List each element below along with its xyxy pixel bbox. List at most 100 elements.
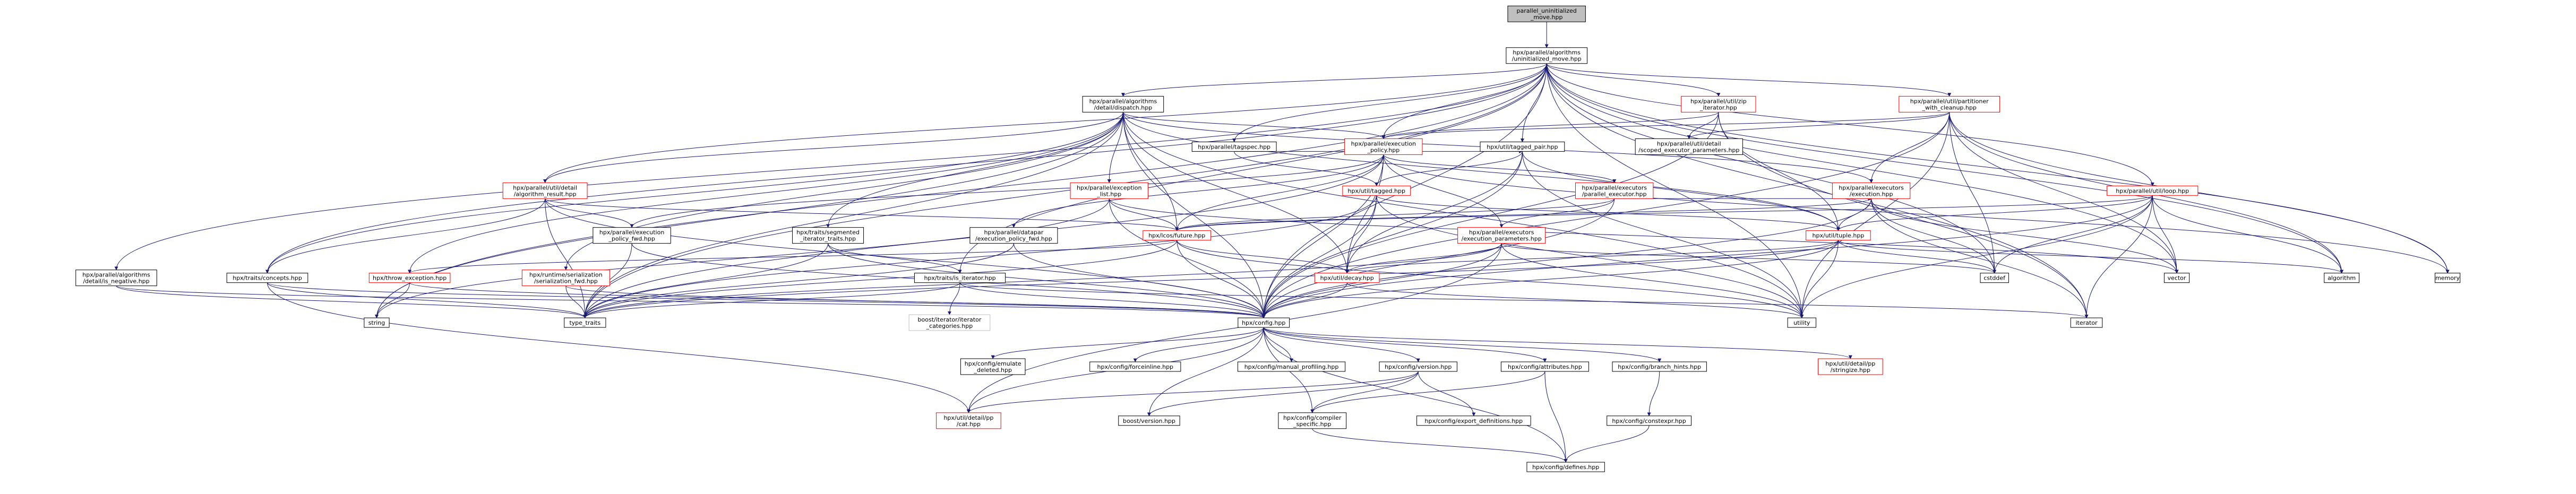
edge-negative-to-type_traits bbox=[116, 285, 587, 318]
node-tagged-pair[interactable]: hpx/util/tagged_pair.hpp bbox=[1480, 141, 1565, 152]
edge-tagged_pair-to-utility bbox=[1522, 151, 1804, 318]
node-box bbox=[368, 273, 451, 283]
node-box bbox=[226, 273, 308, 283]
edge-alg_uninit-to-utility bbox=[1546, 63, 1804, 318]
edge-exec_hpp-to-cstddef bbox=[1871, 198, 1997, 274]
node-serialization[interactable]: hpx/runtime/serialization/serialization_… bbox=[521, 270, 610, 287]
node-seg-traits[interactable]: hpx/traits/segmented_iterator_traits.hpp bbox=[792, 227, 864, 244]
node-root[interactable]: parallel_uninitialized_move.hpp bbox=[1507, 5, 1586, 22]
edge-exec_hpp-to-vector bbox=[1871, 198, 2179, 274]
node-is-iterator[interactable]: hpx/traits/is_iterator.hpp bbox=[914, 273, 1006, 283]
node-throw-exc[interactable]: hpx/throw_exception.hpp bbox=[368, 273, 451, 283]
node-concepts[interactable]: hpx/traits/concepts.hpp bbox=[226, 273, 308, 283]
node-label: hpx/parallel/exception bbox=[1077, 184, 1142, 191]
node-future[interactable]: hpx/lcos/future.hpp bbox=[1143, 230, 1212, 241]
node-cfg-forceinline[interactable]: hpx/config/forceinline.hpp bbox=[1089, 361, 1181, 372]
edge-exec_hpp-to-config bbox=[1261, 198, 1872, 318]
edge-exec_policy-to-decay bbox=[1345, 154, 1384, 274]
edge-tuple-to-type_traits bbox=[583, 240, 1839, 318]
node-box bbox=[914, 273, 1006, 283]
edge-exec_params-to-cstddef bbox=[1501, 243, 1996, 274]
node-exec-fwd[interactable]: hpx/parallel/execution_policy_fwd.hpp bbox=[593, 227, 671, 244]
node-cfg-compiler[interactable]: hpx/config/compiler_specific.hpp bbox=[1278, 412, 1347, 429]
node-label: hpx/parallel/datapar bbox=[984, 229, 1043, 236]
node-boost-version[interactable]: boost/version.hpp bbox=[1118, 415, 1180, 426]
edge-cfg_attributes-to-cfg_defines bbox=[1544, 371, 1568, 463]
edge-partitioner-to-exec_hpp bbox=[1869, 112, 1950, 184]
node-decay[interactable]: hpx/util/decay.hpp bbox=[1314, 273, 1380, 283]
node-label: _specific.hpp bbox=[1293, 421, 1332, 428]
node-exec-policy[interactable]: hpx/parallel/execution_policy.hpp bbox=[1344, 138, 1423, 155]
node-label: utility bbox=[1793, 319, 1810, 326]
node-stringize[interactable]: hpx/util/detail/pp/stringize.hpp bbox=[1818, 358, 1883, 375]
node-box bbox=[1143, 230, 1212, 241]
node-box bbox=[1806, 230, 1871, 241]
edge-partitioner-to-cstddef bbox=[1949, 112, 1997, 274]
node-cfg-manual[interactable]: hpx/config/manual_profiling.hpp bbox=[1237, 361, 1346, 372]
node-cfg-attributes[interactable]: hpx/config/attributes.hpp bbox=[1500, 361, 1589, 372]
node-label: hpx/traits/segmented bbox=[796, 229, 860, 236]
node-par-executor[interactable]: hpx/parallel/executors/parallel_executor… bbox=[1575, 182, 1654, 199]
node-algorithm[interactable]: algorithm bbox=[2324, 273, 2360, 283]
edge-alg_result-to-type_traits bbox=[545, 198, 587, 318]
node-box bbox=[1237, 361, 1346, 372]
node-label: /detail/is_negative.hpp bbox=[83, 278, 149, 285]
node-exec-hpp[interactable]: hpx/parallel/executors/execution.hpp bbox=[1832, 182, 1911, 199]
node-box bbox=[1118, 415, 1180, 426]
node-util-zip[interactable]: hpx/parallel/util/zip_iterator.hpp bbox=[1681, 96, 1756, 112]
edge-exception_list-to-config bbox=[1109, 198, 1266, 318]
node-cfg-export[interactable]: hpx/config/export_definitions.hpp bbox=[1416, 415, 1531, 426]
node-box bbox=[1681, 96, 1756, 112]
node-cfg-version[interactable]: hpx/config/version.hpp bbox=[1379, 361, 1457, 372]
node-tuple[interactable]: hpx/util/tuple.hpp bbox=[1806, 230, 1871, 241]
node-datapar[interactable]: hpx/parallel/datapar/execution_policy_fw… bbox=[969, 227, 1058, 244]
node-util-loop[interactable]: hpx/parallel/util/loop.hpp bbox=[2107, 185, 2199, 196]
node-box bbox=[1379, 361, 1457, 372]
node-box bbox=[1500, 361, 1589, 372]
node-iterator[interactable]: iterator bbox=[2070, 317, 2103, 328]
node-label: _deleted.hpp bbox=[973, 367, 1012, 374]
node-vector[interactable]: vector bbox=[2163, 273, 2190, 283]
node-alg-result[interactable]: hpx/parallel/util/detail/algorithm_resul… bbox=[502, 182, 588, 199]
node-utility[interactable]: utility bbox=[1787, 317, 1816, 328]
edge-util_loop-to-algorithm bbox=[2152, 195, 2344, 274]
node-label: hpx/util/decay.hpp bbox=[1320, 275, 1374, 282]
edge-cfg_version-to-boost_version bbox=[1147, 371, 1419, 417]
node-cfg-constexpr[interactable]: hpx/config/constexpr.hpp bbox=[1607, 415, 1691, 426]
node-cfg-branch[interactable]: hpx/config/branch_hints.hpp bbox=[1612, 361, 1707, 372]
node-partitioner[interactable]: hpx/parallel/util/partitioner_with_clean… bbox=[1899, 96, 2000, 112]
node-exec-params[interactable]: hpx/parallel/executors/execution_paramet… bbox=[1457, 227, 1546, 244]
edge-alg_uninit-to-alg_dispatch bbox=[1121, 63, 1547, 97]
node-cat[interactable]: hpx/util/detail/pp/cat.hpp bbox=[936, 412, 1001, 429]
edge-is_iterator-to-boost_iter bbox=[947, 282, 960, 315]
node-tagspec[interactable]: hpx/parallel/tagspec.hpp bbox=[1191, 141, 1277, 152]
node-config[interactable]: hpx/config.hpp bbox=[1238, 317, 1290, 328]
node-exception-list[interactable]: hpx/parallel/exception_list.hpp bbox=[1070, 182, 1148, 199]
node-label: /detail/dispatch.hpp bbox=[1094, 104, 1153, 111]
edge-alg_dispatch-to-decay bbox=[1122, 112, 1349, 274]
node-tagged[interactable]: hpx/util/tagged.hpp bbox=[1342, 185, 1411, 196]
node-cfg-emulate[interactable]: hpx/config/emulate_deleted.hpp bbox=[960, 358, 1026, 375]
node-boost-iter[interactable]: boost/iterator/iterator_categories.hpp bbox=[908, 314, 991, 331]
edge-alg_dispatch-to-alg_result bbox=[543, 112, 1123, 184]
node-label: hpx/parallel/util/detail bbox=[1657, 140, 1721, 147]
node-label: hpx/config/forceinline.hpp bbox=[1097, 363, 1173, 370]
node-cstddef[interactable]: cstddef bbox=[1980, 273, 2009, 283]
node-label: vector bbox=[2168, 275, 2186, 282]
node-alg-dispatch[interactable]: hpx/parallel/algorithms/detail/dispatch.… bbox=[1082, 96, 1164, 112]
node-string[interactable]: string bbox=[364, 317, 390, 328]
node-box bbox=[564, 317, 606, 328]
edge-serialization-to-config bbox=[565, 285, 1266, 318]
node-alg-uninit[interactable]: hpx/parallel/algorithms/uninitialized_mo… bbox=[1506, 47, 1587, 64]
node-box bbox=[1480, 141, 1565, 152]
node-label: hpx/throw_exception.hpp bbox=[373, 275, 446, 282]
node-type-traits[interactable]: type_traits bbox=[564, 317, 606, 328]
node-scoped-exec[interactable]: hpx/parallel/util/detail/scoped_executor… bbox=[1635, 138, 1743, 155]
node-negative[interactable]: hpx/parallel/algorithms/detail/is_negati… bbox=[75, 270, 157, 287]
node-cfg-defines[interactable]: hpx/config/defines.hpp bbox=[1526, 462, 1605, 472]
edge-exception_list-to-string bbox=[375, 198, 1110, 318]
edge-serialization-to-type_traits bbox=[565, 285, 587, 318]
edge-is_iterator-to-config bbox=[959, 282, 1266, 318]
node-memory[interactable]: memory bbox=[2434, 273, 2461, 283]
